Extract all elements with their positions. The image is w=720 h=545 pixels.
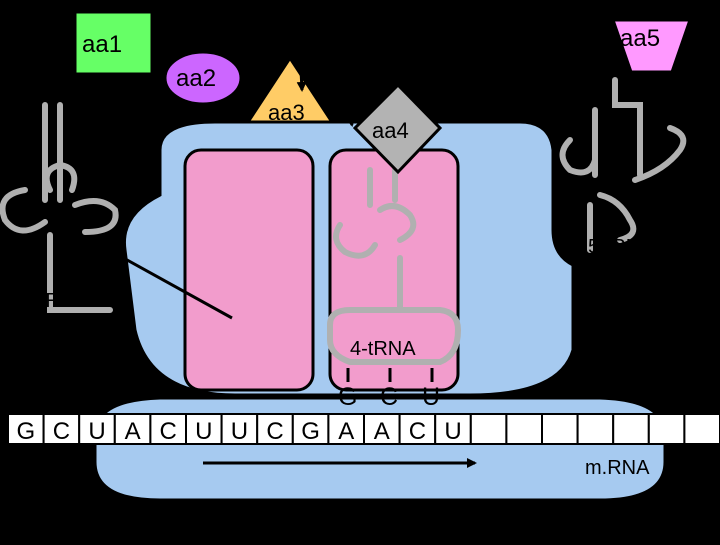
aa4-diamond bbox=[352, 82, 443, 175]
trna3-label: 3-tRNA bbox=[22, 290, 88, 312]
mrna-codon-cell bbox=[78, 413, 116, 445]
aa1-square bbox=[73, 10, 154, 76]
mrna-codon-cell bbox=[291, 413, 330, 445]
mrna-label: m.RNA bbox=[585, 457, 650, 479]
trna-exit-arrow bbox=[98, 243, 233, 320]
anticodon-base: G bbox=[338, 383, 357, 411]
trna-4 bbox=[327, 167, 462, 365]
peptide-bonds-label: peptide bonds bbox=[248, 14, 411, 44]
anticodon-base: A bbox=[668, 286, 685, 314]
mrna-base: A bbox=[338, 418, 354, 445]
anticodon-base: C bbox=[380, 383, 398, 411]
amino-acids bbox=[73, 10, 693, 175]
anticodon-base: U bbox=[422, 383, 440, 411]
mrna-codon-cell bbox=[7, 413, 45, 445]
anticodon-trna5: U G A bbox=[582, 286, 685, 314]
caption: Ribosomes move over one codon bbox=[128, 502, 500, 530]
mrna-base: U bbox=[231, 418, 248, 445]
trna-3 bbox=[0, 102, 119, 313]
aa2-label: aa2 bbox=[176, 65, 216, 92]
mrna-base: C bbox=[409, 418, 426, 445]
mrna-codon-cell bbox=[149, 413, 187, 445]
mrna-base: U bbox=[195, 418, 212, 445]
anticodon-base: A bbox=[55, 335, 72, 363]
trna-5 bbox=[559, 77, 687, 253]
aa3-label: aa3 bbox=[268, 100, 305, 125]
aa5-label: aa5 bbox=[620, 25, 660, 52]
aa4-label: aa4 bbox=[372, 118, 409, 143]
aa3-triangle bbox=[245, 55, 335, 124]
mrna-codon-cell bbox=[327, 413, 365, 445]
mrna-codon-cell bbox=[113, 413, 152, 445]
ribosome-sites bbox=[183, 148, 460, 392]
mrna-base: A bbox=[125, 418, 141, 445]
aa5-trapezoid bbox=[610, 18, 693, 74]
mrna-codon-cell bbox=[576, 413, 615, 445]
anticodon-trna3: G A A bbox=[14, 335, 117, 363]
peptide-bond-arrow-aa4 bbox=[333, 54, 355, 127]
anticodon-trna4: G C U bbox=[338, 383, 440, 411]
peptide-bond-arrow-aa2 bbox=[238, 49, 270, 100]
mrna-codon-cell bbox=[541, 413, 579, 445]
anticodon-base: U bbox=[582, 286, 600, 314]
anticodon-base: A bbox=[100, 335, 117, 363]
mrna-base: U bbox=[88, 418, 105, 445]
mrna-base: G bbox=[301, 418, 320, 445]
mrna-codon-cell bbox=[256, 413, 294, 445]
anticodon-ticks bbox=[24, 272, 682, 382]
mrna-codon-cell bbox=[185, 413, 223, 445]
page-number: 36 bbox=[642, 498, 658, 514]
ribosome-site-left bbox=[183, 148, 315, 392]
trna4-label: 4-tRNA bbox=[350, 338, 416, 360]
mrna-base: A bbox=[374, 418, 390, 445]
mrna-base: G bbox=[16, 418, 35, 445]
mrna-codon-cell bbox=[505, 413, 543, 445]
aa2-oval bbox=[163, 50, 243, 106]
mrna-codon-cell bbox=[683, 413, 720, 445]
mrna-codon-cell bbox=[612, 413, 650, 445]
mrna-codon-cell bbox=[469, 413, 508, 445]
aa1-label: aa1 bbox=[82, 31, 122, 58]
mrna-base: C bbox=[160, 418, 177, 445]
anticodon-base: G bbox=[626, 286, 645, 314]
mrna-base: C bbox=[266, 418, 283, 445]
peptide-bond-arrow-aa3 bbox=[296, 49, 307, 92]
mrna-codon-cell bbox=[647, 413, 686, 445]
mrna-base: U bbox=[444, 418, 461, 445]
mrna-codon-cell bbox=[363, 413, 401, 445]
arrows bbox=[98, 25, 477, 468]
labels: peptide bonds aa1 aa2 aa3 aa4 aa5 3-tRNA… bbox=[22, 14, 660, 530]
mrna-codon-cell bbox=[398, 413, 437, 445]
trna5-label: 5-tRNA bbox=[588, 236, 654, 258]
anticodon-base: G bbox=[14, 335, 33, 363]
mrna-base: C bbox=[53, 418, 70, 445]
